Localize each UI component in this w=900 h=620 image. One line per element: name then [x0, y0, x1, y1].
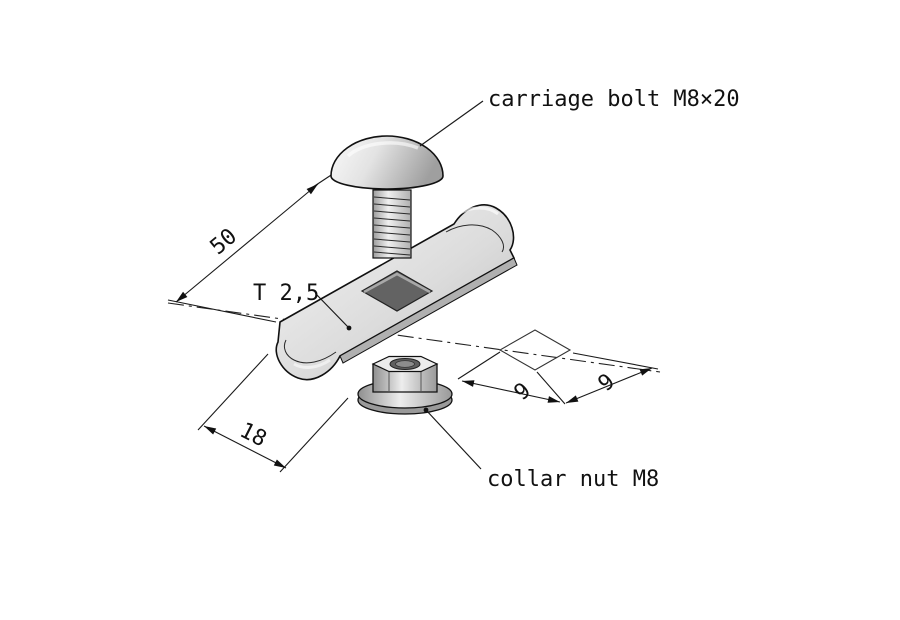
right-curl-highlight	[457, 206, 499, 216]
extension-line	[279, 397, 349, 473]
dimension-value-9a: 9	[510, 378, 536, 406]
dimension-line	[203, 425, 287, 469]
thread-hole-inner	[395, 360, 415, 368]
collar-nut-label: collar nut M8	[487, 467, 659, 492]
bolt-threads	[373, 196, 411, 256]
left-curl-highlight	[293, 358, 331, 369]
dimension-line	[175, 183, 319, 303]
extension-line	[197, 353, 269, 431]
callout-collar-nut: collar nut M8	[423, 407, 659, 492]
plate-thickness-edge	[339, 257, 518, 364]
extension-line	[536, 371, 566, 405]
dimension-value-18: 18	[235, 418, 270, 452]
thickness-label: T 2,5	[253, 281, 319, 306]
square-hole	[360, 270, 434, 312]
extension-line	[457, 351, 501, 380]
extension-line	[167, 299, 277, 323]
collar-nut	[357, 355, 453, 415]
dimension-value-50: 50	[206, 224, 242, 260]
callout-carriage-bolt: carriage bolt M8×20	[419, 87, 740, 147]
dimension-line	[461, 380, 561, 403]
leader-line	[419, 100, 484, 147]
carriage-bolt-label: carriage bolt M8×20	[488, 87, 740, 112]
leader-dot	[423, 407, 429, 413]
bolt-head-highlight	[346, 141, 419, 158]
square-symbol	[498, 329, 572, 371]
centerline	[167, 302, 661, 373]
left-curl-line	[283, 339, 337, 364]
dimension-line	[565, 367, 653, 404]
leader-dot	[346, 325, 352, 331]
leader-line	[425, 409, 482, 470]
right-curl-line	[445, 224, 505, 253]
square-hole-reference: 9 9	[457, 329, 659, 406]
carriage-bolt	[330, 135, 444, 259]
square-hole-inner-wall	[363, 272, 431, 294]
clamp-plate	[275, 204, 518, 381]
leader-line	[315, 293, 350, 329]
extension-line	[572, 352, 659, 370]
callout-thickness: T 2,5	[253, 281, 352, 331]
